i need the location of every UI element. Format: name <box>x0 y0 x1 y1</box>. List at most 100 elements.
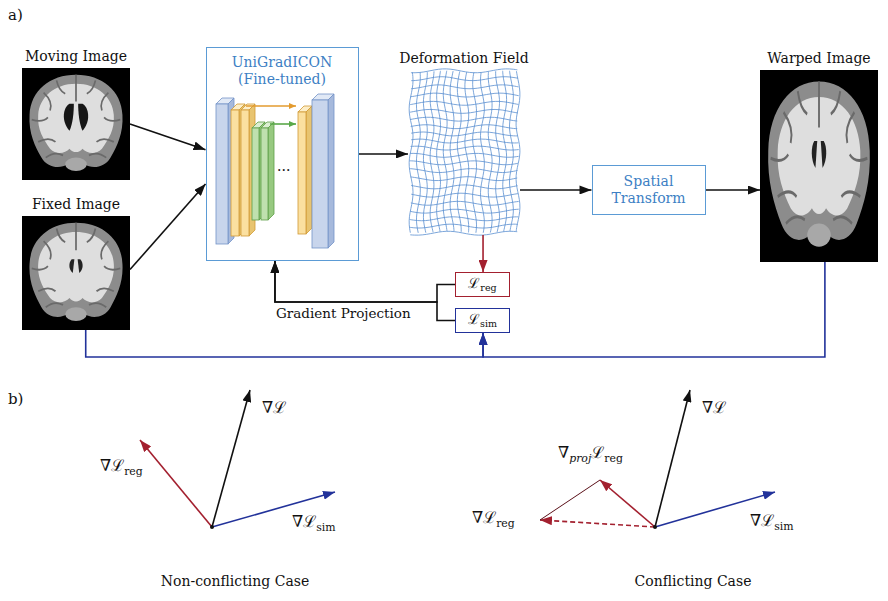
grid-line <box>410 177 517 181</box>
projection-line <box>540 480 600 520</box>
grid-line <box>416 72 420 233</box>
total-gradient-arrow <box>212 390 250 527</box>
text-run: Conflicting Case <box>635 573 752 589</box>
connector-arrow <box>86 330 483 357</box>
grid-line <box>496 71 500 232</box>
conflicting-vectors <box>540 390 775 529</box>
grid-line <box>410 153 519 157</box>
panel-side <box>328 94 334 248</box>
subscript: reg <box>604 452 623 465</box>
brain-slice <box>760 70 878 262</box>
image-panel: Moving Image <box>22 68 130 180</box>
network-layers <box>216 94 334 248</box>
box-label: UniGradICON (Fine-tuned) <box>213 54 352 88</box>
grid-line <box>503 71 507 232</box>
subscript: reg <box>124 465 143 478</box>
grid-line <box>488 72 492 233</box>
vector-label: ∇ℒ <box>702 398 726 417</box>
non-conflicting-vectors <box>140 390 335 529</box>
connector-arrow <box>130 124 206 150</box>
ventricle <box>69 259 74 273</box>
projected-gradient-arrow <box>600 480 655 527</box>
panel-front <box>241 110 249 236</box>
reg-gradient-dashed-arrow <box>540 520 655 527</box>
subscript: sim <box>774 520 793 533</box>
image-heading: Moving Image <box>25 48 127 65</box>
panel-front <box>261 128 268 220</box>
image-heading: Warped Image <box>767 50 870 67</box>
grid-line <box>410 109 518 113</box>
grid-line <box>411 77 518 81</box>
network-box: UniGradICON (Fine-tuned) <box>206 47 359 261</box>
connector-arrow <box>520 189 592 191</box>
box-label: ℒreg <box>468 275 496 294</box>
grid-line <box>410 101 519 105</box>
text-run: Deformation Field <box>399 50 528 66</box>
grid-line <box>411 139 518 143</box>
grid-line <box>410 231 517 235</box>
image-heading: Deformation Field <box>399 50 528 67</box>
text-run: ... <box>277 158 290 174</box>
grid-line <box>443 71 447 232</box>
grid-line <box>411 125 518 129</box>
grid-line <box>457 72 461 232</box>
moving-brain-image <box>22 68 130 180</box>
vector-label: ∇ℒ <box>262 398 286 417</box>
grid-line <box>430 71 434 232</box>
image-heading: Fixed Image <box>32 196 120 213</box>
panel-side <box>306 106 312 234</box>
fixed-brain-image <box>22 216 130 330</box>
layer-panel <box>312 94 334 248</box>
text-run: Fixed Image <box>32 196 120 212</box>
text-run: ∇ℒ <box>702 398 726 417</box>
text-run: ∇ℒ <box>472 508 496 527</box>
grid-line <box>423 72 427 233</box>
grid-line <box>410 209 519 213</box>
case-caption: Non-conflicting Case <box>161 573 309 590</box>
connector-arrow <box>706 189 761 191</box>
ventricle <box>821 141 826 168</box>
process-box: Spatial Transform <box>592 165 706 215</box>
grid-line <box>410 117 517 121</box>
text-run: Moving Image <box>25 48 127 64</box>
text-run: Spatial Transform <box>611 173 685 206</box>
text-run: UniGradICON (Fine-tuned) <box>232 54 332 87</box>
grid-line <box>465 72 469 232</box>
grid-line <box>481 72 485 233</box>
text-run: Warped Image <box>767 50 870 66</box>
connector-arrow <box>275 261 455 302</box>
panel-label: a) <box>8 6 23 24</box>
grid-line <box>410 217 519 221</box>
connector-arrow <box>130 184 206 270</box>
text-run: ℒ <box>591 443 604 462</box>
grid-line <box>411 69 517 73</box>
grid-line <box>411 201 519 205</box>
total-gradient-arrow <box>655 390 690 527</box>
reg-gradient-arrow <box>140 440 212 527</box>
ventricle <box>812 141 817 168</box>
subscript: sim <box>316 521 335 534</box>
warped-brain-image <box>760 70 878 262</box>
panel-side <box>268 122 274 220</box>
text-run: ∇ <box>558 443 569 462</box>
vector-label: ∇ℒsim <box>750 511 794 533</box>
ventricle <box>64 104 74 131</box>
skip-arrow <box>246 105 296 107</box>
grid-line <box>410 224 518 228</box>
subscript: sim <box>480 318 497 329</box>
skip-arrow <box>270 123 296 125</box>
box-label: ℒsim <box>468 311 497 330</box>
image-panel: Fixed Image <box>22 216 130 330</box>
origin-dot <box>653 525 657 529</box>
grid-line <box>411 85 519 89</box>
grid-line <box>411 185 517 189</box>
text-run: ∇ℒ <box>292 512 316 531</box>
text-run: b) <box>8 390 23 408</box>
grid-line <box>410 169 518 173</box>
brain-slice <box>22 216 130 330</box>
text-run: ∇ℒ <box>100 456 124 475</box>
subscript: reg <box>496 517 515 530</box>
